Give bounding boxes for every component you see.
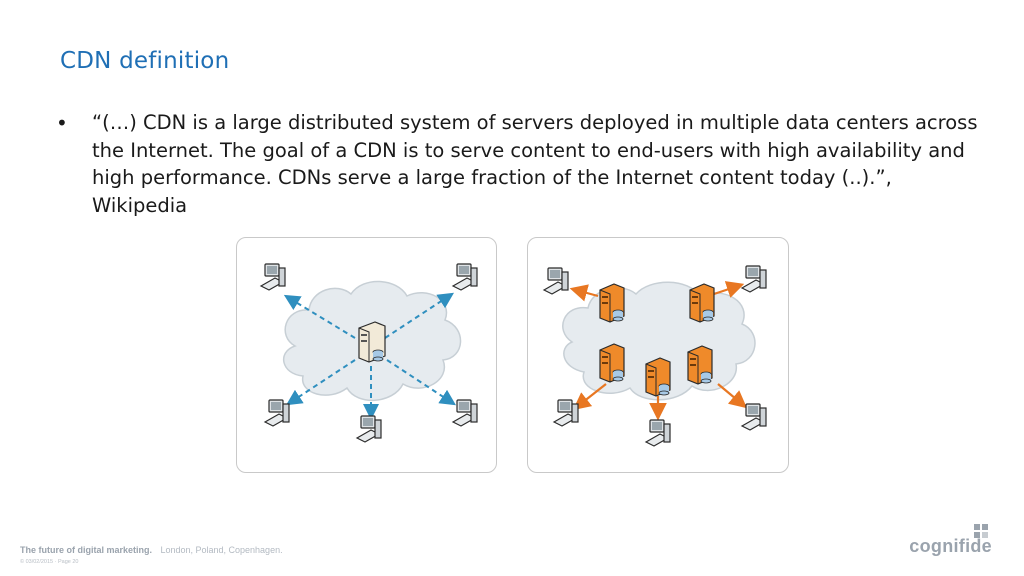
footer: The future of digital marketing. London,… — [20, 540, 283, 565]
server-icon — [687, 345, 713, 385]
computer-icon — [264, 399, 290, 427]
computer-icon — [356, 415, 382, 443]
brand-logo: cognifide — [909, 524, 992, 557]
centralized-diagram-svg — [260, 263, 478, 443]
slide-title: CDN definition — [60, 48, 230, 74]
bullet-text: “(…) CDN is a large distributed system o… — [92, 111, 978, 217]
arrow-down-left — [285, 359, 356, 406]
arrow-3 — [572, 383, 607, 411]
server-icon — [358, 321, 386, 363]
computer-icon — [260, 263, 286, 291]
server-icon — [689, 283, 715, 323]
arrow-up-left — [283, 294, 356, 339]
cdn-diagram-svg — [543, 265, 767, 447]
arrow-up-right — [384, 292, 455, 339]
footer-copyright: © 03/02/2015 · Page 20 — [20, 559, 79, 565]
computer-icon — [645, 419, 671, 447]
arrow-down-right — [386, 359, 457, 406]
computer-icon — [741, 265, 767, 293]
arrow-1 — [569, 284, 599, 302]
server-icon — [645, 357, 671, 397]
server-icon — [599, 343, 625, 383]
computer-icon — [741, 403, 767, 431]
brand-name: cognifide — [909, 536, 992, 556]
server-icon — [599, 283, 625, 323]
cognifide-logo-icon — [974, 524, 988, 538]
centralized-diagram — [236, 237, 497, 473]
cdn-diagram — [527, 237, 789, 473]
computer-icon — [452, 263, 478, 291]
computer-icon — [543, 267, 569, 295]
footer-locations: London, Poland, Copenhagen. — [160, 545, 283, 555]
computer-icon — [553, 399, 579, 427]
arrow-5 — [717, 383, 748, 409]
bullet-marker: • — [56, 111, 68, 135]
arrow-2 — [713, 281, 745, 298]
footer-tagline: The future of digital marketing. — [20, 545, 153, 555]
computer-icon — [452, 399, 478, 427]
bullet-item: • “(…) CDN is a large distributed system… — [56, 109, 996, 219]
